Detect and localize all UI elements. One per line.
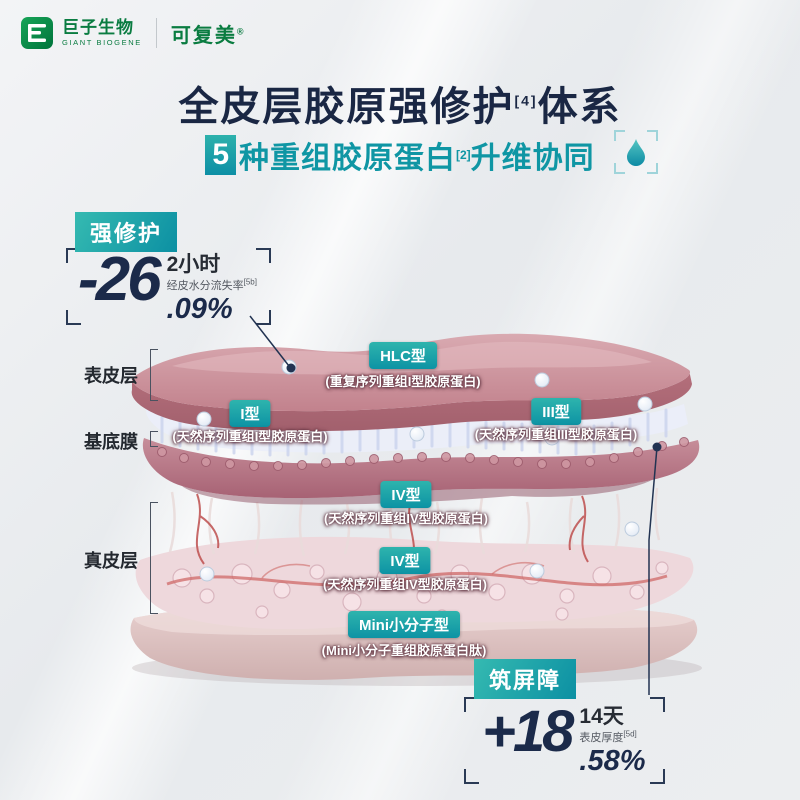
- subtitle-number: 5: [205, 135, 236, 175]
- title-footnote: [4]: [514, 92, 538, 109]
- barrier-stat: +18 14天 表皮厚度[5d] .58%: [482, 699, 646, 777]
- barrier-value-frac: .58%: [579, 745, 646, 777]
- callout-badge-type4b: IV型: [379, 547, 431, 574]
- repair-value: -26: [78, 245, 162, 314]
- barrier-metric: 表皮厚度[5d]: [579, 729, 637, 744]
- callout-desc-hlc: (重复序列重组I型胶原蛋白): [325, 374, 481, 389]
- logo-icon: [21, 17, 53, 49]
- brand-name: 巨子生物: [62, 18, 134, 38]
- barrier-badge: 筑屏障: [474, 659, 577, 699]
- repair-badge: 强修护: [75, 212, 178, 252]
- callout-badge-type4a: IV型: [380, 481, 432, 508]
- repair-stat: -26 2小时 经皮水分流失率[5b] .09%: [78, 245, 257, 325]
- callout-desc-type4a: (天然序列重组IV型胶原蛋白): [324, 511, 488, 526]
- layer-label-dermis: 真皮层: [84, 551, 138, 571]
- layer-label-epidermis: 表皮层: [84, 366, 138, 386]
- callout-badge-hlc: HLC型: [369, 342, 437, 369]
- bracket-epidermis: [150, 349, 158, 401]
- dermis-layer: [135, 536, 694, 630]
- callout-desc-type1: (天然序列重组I型胶原蛋白): [172, 429, 328, 444]
- barrier-period: 14天: [579, 705, 624, 728]
- bracket-basement-membrane: [150, 431, 158, 447]
- page-subtitle: 5 种重组胶原蛋白 [2] 升维协同: [0, 133, 800, 177]
- callout-desc-type3: (天然序列重组III型胶原蛋白): [474, 427, 638, 442]
- brand-logo: 巨子生物 GIANT BIOGENE 可复美®: [20, 16, 245, 50]
- barrier-value: +18: [482, 699, 574, 764]
- callout-badge-type1: I型: [229, 400, 271, 427]
- callout-badge-mini: Mini小分子型: [348, 611, 460, 638]
- bracket-dermis: [150, 502, 158, 614]
- page-title: 全皮层胶原强修护[4]体系: [178, 85, 622, 129]
- callout-badge-type3: III型: [531, 398, 581, 425]
- repair-value-frac: .09%: [166, 293, 233, 325]
- subtitle-footnote: [2]: [456, 148, 471, 162]
- product-name: 可复美®: [170, 24, 246, 47]
- logo-divider: [155, 18, 157, 48]
- repair-metric: 经皮水分流失率[5b]: [166, 277, 257, 292]
- brand-name-en: GIANT BIOGENE: [62, 37, 142, 47]
- registered-mark: ®: [236, 25, 246, 36]
- droplet-icon: [614, 130, 658, 174]
- callout-desc-mini: (Mini小分子重组胶原蛋白肽): [321, 643, 487, 658]
- repair-period: 2小时: [166, 253, 221, 276]
- collagen-fibers: [168, 487, 661, 567]
- layer-label-basement-membrane: 基底膜: [84, 432, 138, 452]
- callout-desc-type4b: (天然序列重组IV型胶原蛋白): [323, 577, 487, 592]
